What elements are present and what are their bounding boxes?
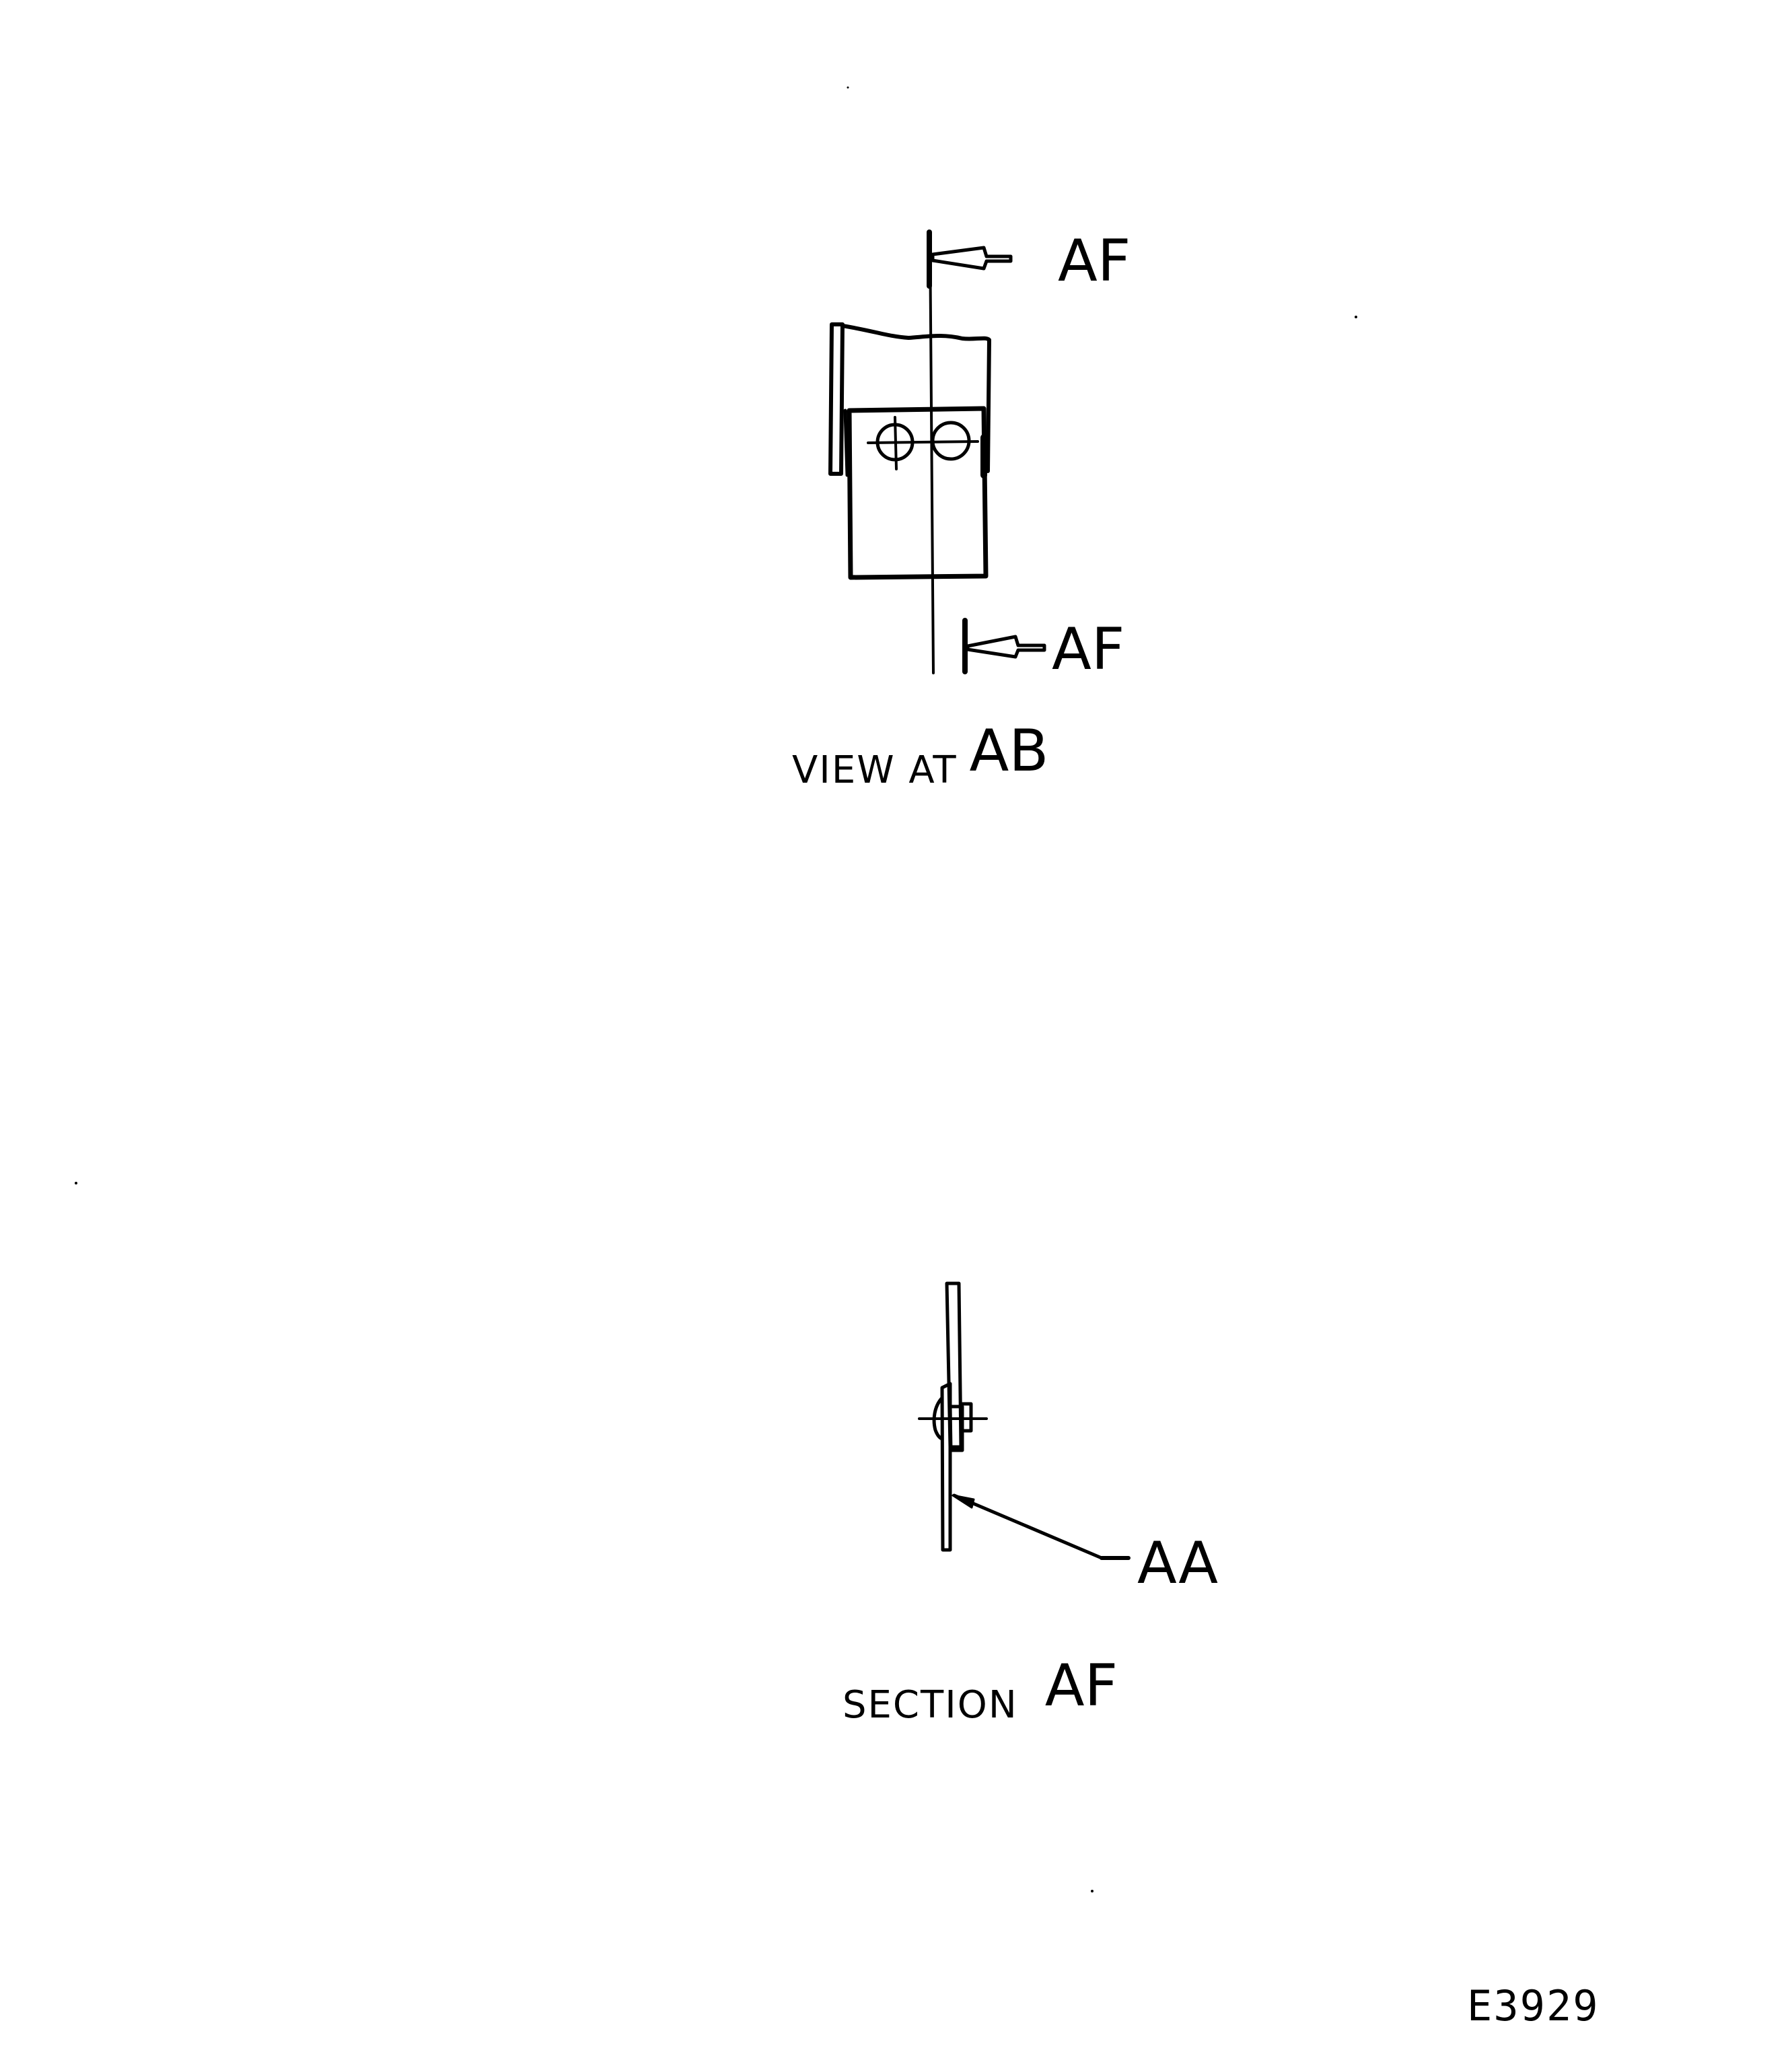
hole-centerline-left-vertical (894, 416, 898, 470)
leader-line (952, 1493, 1104, 1560)
bolt-head-icon (932, 1396, 944, 1441)
section-af-figure (918, 1281, 1131, 1560)
view-caption-id: AB (969, 717, 1049, 785)
nut-block (948, 1405, 964, 1452)
view-ab-figure (828, 229, 1046, 674)
callout-aa-label: AA (1137, 1530, 1219, 1597)
bracket-flange (828, 322, 845, 476)
drawing-reference-number: E3929 (1467, 1981, 1600, 2030)
section-af-caption: SECTION AF (843, 1657, 1118, 1724)
leader-arrowhead-icon (952, 1494, 975, 1509)
section-marker-top-label: AF (1058, 227, 1131, 295)
section-marker-bottom-label: AF (1052, 616, 1125, 683)
view-ab-caption: VIEW AT AB (792, 722, 1048, 789)
section-arrow-bottom-icon (966, 635, 1046, 659)
lower-plate (940, 1382, 952, 1552)
section-line (929, 231, 935, 674)
section-caption-prefix: SECTION (843, 1683, 1018, 1727)
bracket-body (840, 324, 991, 473)
mounting-plate (847, 406, 989, 580)
section-arrow-top-icon (931, 246, 1013, 271)
section-caption-id: AF (1044, 1652, 1118, 1720)
hole-centerline-horizontal (867, 440, 979, 444)
view-caption-prefix: VIEW AT (792, 748, 958, 792)
scan-specks (75, 86, 1357, 1892)
